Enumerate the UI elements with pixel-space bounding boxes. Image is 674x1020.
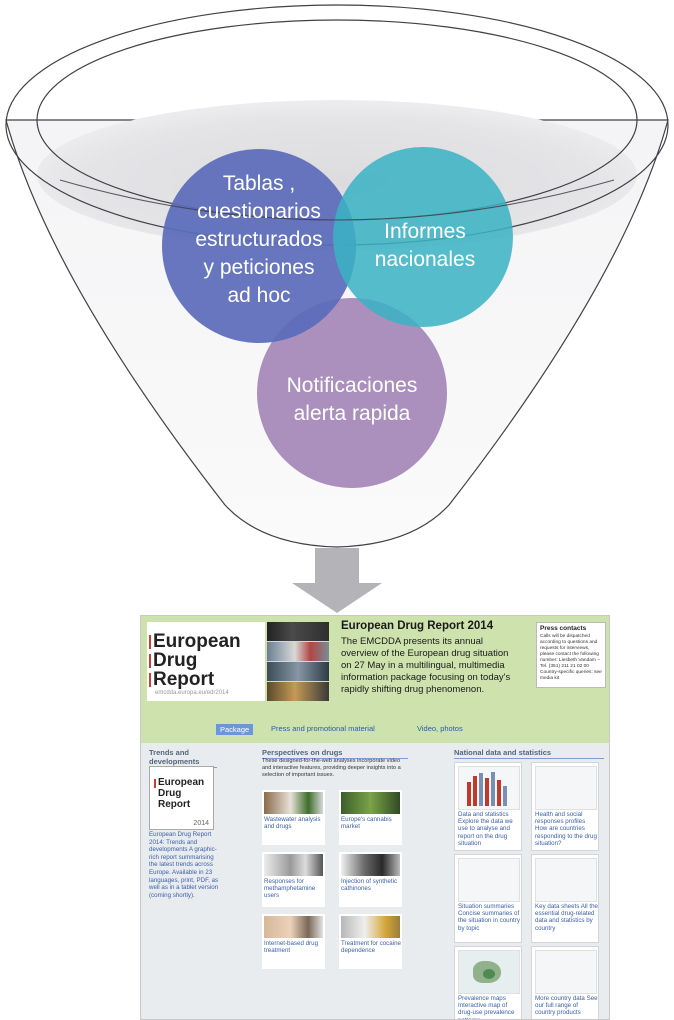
national-tile[interactable]: Prevalence maps Interactive map of drug-… <box>454 946 522 1019</box>
circle-tablas-label: Tablas , cuestionarios estructurados y p… <box>195 172 323 307</box>
circle-tablas <box>162 149 356 343</box>
rim-overlay-line <box>59 179 615 221</box>
trends-description[interactable]: European Drug Report 2014: Trends and de… <box>149 831 219 899</box>
perspectives-divider <box>262 758 408 759</box>
press-contacts-box: Press contacts Calls will be dispatched … <box>536 622 606 688</box>
national-divider <box>454 758 604 759</box>
national-tile[interactable]: More country data See our full range of … <box>531 946 599 1019</box>
profile-page-icon <box>535 766 597 810</box>
tab-package[interactable]: Package <box>216 724 254 735</box>
summary-page-icon <box>458 858 520 902</box>
national-tile[interactable]: Situation summaries Concise summaries of… <box>454 854 522 943</box>
perspective-tile[interactable]: Wastewater analysis and drugs <box>262 790 325 845</box>
circle-informes <box>333 147 513 327</box>
data-sheet-icon <box>535 858 597 902</box>
tab-video-photos[interactable]: Video, photos <box>417 724 463 733</box>
tab-press-material[interactable]: Press and promotional material <box>271 724 375 733</box>
perspective-tile[interactable]: Responses for methamphetamine users <box>262 852 325 907</box>
perspectives-section-title: Perspectives on drugs <box>262 748 343 757</box>
header-photo <box>267 622 329 641</box>
header-photo <box>267 642 329 661</box>
national-tile[interactable]: Health and social responses profiles How… <box>531 762 599 851</box>
bar-chart-icon <box>458 766 520 810</box>
perspectives-intro: These designed-for-the-web analyses inco… <box>262 758 401 778</box>
header-photo <box>267 662 329 681</box>
circle-notificaciones-label: Notificaciones alerta rapida <box>286 374 418 425</box>
perspective-tile[interactable]: Europe's cannabis market <box>339 790 402 845</box>
report-description: The EMCDDA presents its annual overview … <box>341 636 511 695</box>
site-header: European Drug Report emcdda.europa.eu/ed… <box>141 616 609 743</box>
trends-section-title: Trends and developments <box>149 748 200 766</box>
national-section-title: National data and statistics <box>454 748 552 757</box>
edr-report-thumbnail[interactable]: European Drug Report 2014 <box>149 766 214 830</box>
edr-logo: European Drug Report emcdda.europa.eu/ed… <box>147 622 265 701</box>
national-tile[interactable]: Data and statistics Explore the data we … <box>454 762 522 851</box>
down-arrow <box>292 548 382 613</box>
country-grid-icon <box>535 950 597 994</box>
circle-notificaciones <box>257 298 447 488</box>
report-title[interactable]: European Drug Report 2014 <box>341 620 494 632</box>
header-photo <box>267 682 329 701</box>
header-photos <box>267 622 329 702</box>
perspective-tile[interactable]: Treatment for cocaine dependence <box>339 914 402 969</box>
national-tile[interactable]: Key data sheets All the essential drug-r… <box>531 854 599 943</box>
perspective-tile[interactable]: Injection of synthetic cathinones <box>339 852 402 907</box>
map-icon <box>458 950 520 994</box>
circle-informes-label: Informes nacionales <box>374 220 476 271</box>
edr-website-screenshot: European Drug Report emcdda.europa.eu/ed… <box>140 615 610 1020</box>
perspective-tile[interactable]: Internet-based drug treatment <box>262 914 325 969</box>
